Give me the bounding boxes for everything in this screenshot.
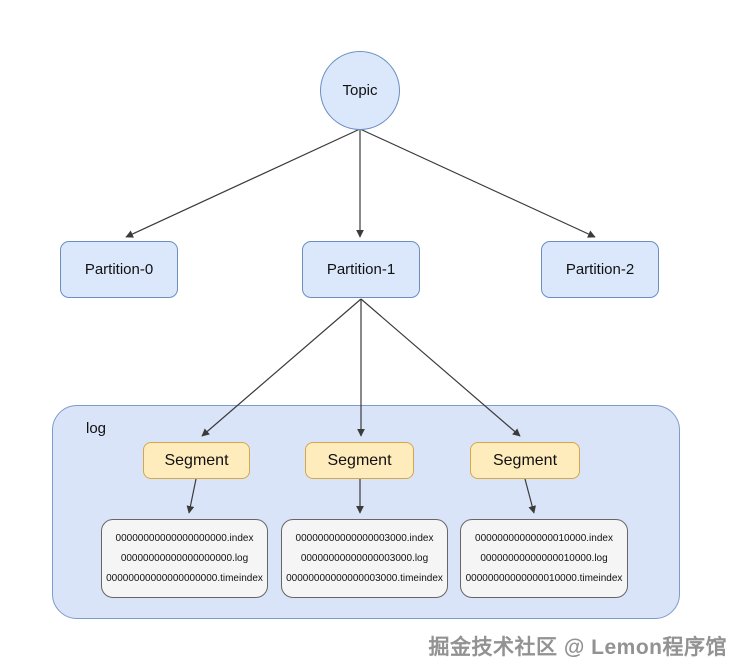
segment-0-node: Segment — [143, 442, 250, 479]
file-name: 00000000000000010000.index — [475, 532, 613, 544]
segment-0-label: Segment — [164, 451, 229, 469]
file-name: 00000000000000000000.timeindex — [106, 573, 263, 585]
partition-0-node: Partition-0 — [60, 241, 178, 298]
partition-2-node: Partition-2 — [541, 241, 659, 298]
file-name: 00000000000000000000.log — [120, 552, 249, 564]
segment-1-files-node: 00000000000000003000.index 0000000000000… — [281, 519, 448, 598]
file-name: 00000000000000000000.index — [115, 532, 254, 544]
arrow-topic-to-partition-2 — [359, 128, 596, 238]
segment-2-label: Segment — [492, 451, 558, 469]
segment-2-node: Segment — [470, 442, 580, 479]
file-name: 00000000000000003000.log — [300, 552, 429, 564]
watermark-text: 掘金技术社区 @ Lemon程序馆 — [428, 636, 727, 659]
topic-label: Topic — [342, 82, 378, 99]
partition-0-label: Partition-0 — [84, 261, 154, 278]
file-name: 00000000000000003000.timeindex — [286, 573, 443, 585]
file-name: 00000000000000010000.timeindex — [465, 573, 623, 585]
segment-0-files-node: 00000000000000000000.index 0000000000000… — [101, 519, 268, 598]
file-name: 00000000000000010000.log — [480, 552, 608, 564]
topic-node: Topic — [320, 51, 400, 130]
segment-1-label: Segment — [327, 451, 392, 469]
file-name: 00000000000000003000.index — [295, 532, 434, 544]
log-label: log — [86, 420, 107, 437]
segment-1-node: Segment — [305, 442, 414, 479]
partition-1-node: Partition-1 — [302, 241, 420, 298]
arrow-topic-to-partition-0 — [125, 128, 361, 238]
partition-2-label: Partition-2 — [565, 261, 635, 278]
segment-2-files-node: 00000000000000010000.index 0000000000000… — [460, 519, 628, 598]
partition-1-label: Partition-1 — [326, 261, 396, 278]
